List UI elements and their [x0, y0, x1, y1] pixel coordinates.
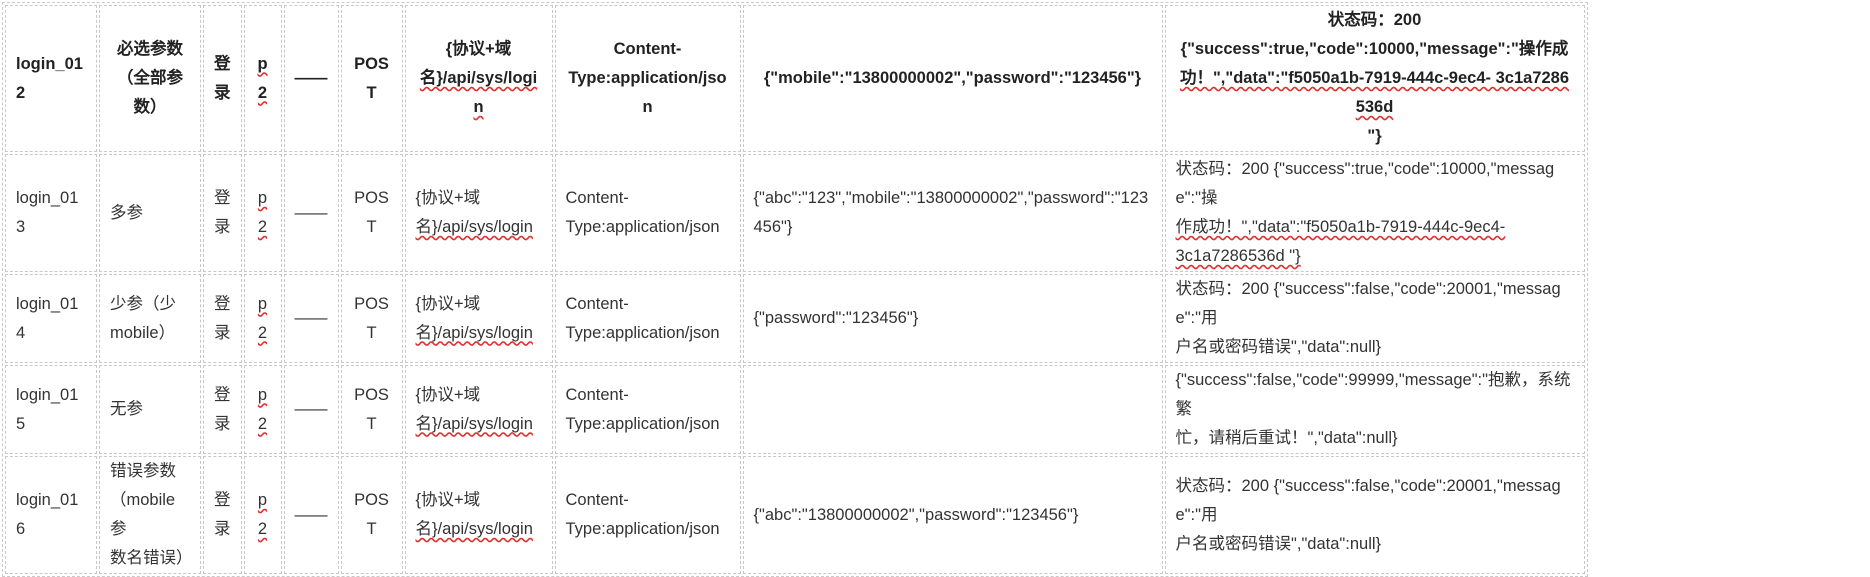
table-row: login_016 错误参数（mobile参数名错误） 登录 p2 —— POS… [5, 456, 1585, 574]
dash-cell: —— [283, 365, 339, 454]
url-cell: {协议+域名}/api/sys/login [404, 456, 553, 574]
body-cell [742, 365, 1163, 454]
table-row: login_015 无参 登录 p2 —— POST {协议+域名}/api/s… [5, 365, 1585, 454]
priority-cell: p2 [243, 456, 282, 574]
priority-cell: p2 [243, 5, 282, 152]
module-cell: 登录 [203, 274, 242, 363]
url-cell: {协议+域名}/api/sys/login [404, 154, 553, 272]
case-desc-cell: 无参 [99, 365, 201, 454]
case-desc-cell: 必选参数（全部参数） [99, 5, 201, 152]
case-id-cell: login_014 [5, 274, 97, 363]
module-cell: 登录 [203, 154, 242, 272]
header-cell: Content-Type:application/json [554, 5, 741, 152]
test-case-table: login_012 必选参数（全部参数） 登录 p2 —— POST {协议+域… [2, 2, 1588, 577]
url-cell: {协议+域名}/api/sys/login [404, 274, 553, 363]
body-cell: {"abc":"13800000002","password":"123456"… [742, 456, 1163, 574]
expected-cell: 状态码：200{"success":true,"code":10000,"mes… [1164, 5, 1585, 152]
method-cell: POST [340, 154, 403, 272]
module-cell: 登录 [203, 456, 242, 574]
expected-cell: 状态码：200 {"success":false,"code":20001,"m… [1164, 456, 1585, 574]
header-cell: Content-Type:application/json [554, 365, 741, 454]
priority-cell: p2 [243, 154, 282, 272]
method-cell: POST [340, 5, 403, 152]
dash-cell: —— [283, 5, 339, 152]
header-cell: Content-Type:application/json [554, 154, 741, 272]
priority-cell: p2 [243, 365, 282, 454]
url-cell: {协议+域名}/api/sys/login [404, 5, 553, 152]
url-cell: {协议+域名}/api/sys/login [404, 365, 553, 454]
expected-cell: 状态码：200 {"success":false,"code":20001,"m… [1164, 274, 1585, 363]
header-cell: Content-Type:application/json [554, 274, 741, 363]
priority-cell: p2 [243, 274, 282, 363]
expected-cell: {"success":false,"code":99999,"message":… [1164, 365, 1585, 454]
header-cell: Content-Type:application/json [554, 456, 741, 574]
case-id-cell: login_012 [5, 5, 97, 152]
case-id-cell: login_016 [5, 456, 97, 574]
expected-cell: 状态码：200 {"success":true,"code":10000,"me… [1164, 154, 1585, 272]
method-cell: POST [340, 456, 403, 574]
module-cell: 登录 [203, 5, 242, 152]
table-row: login_013 多参 登录 p2 —— POST {协议+域名}/api/s… [5, 154, 1585, 272]
case-desc-cell: 多参 [99, 154, 201, 272]
method-cell: POST [340, 365, 403, 454]
method-cell: POST [340, 274, 403, 363]
body-cell: {"abc":"123","mobile":"13800000002","pas… [742, 154, 1163, 272]
dash-cell: —— [283, 456, 339, 574]
dash-cell: —— [283, 154, 339, 272]
case-desc-cell: 错误参数（mobile参数名错误） [99, 456, 201, 574]
table-row: login_012 必选参数（全部参数） 登录 p2 —— POST {协议+域… [5, 5, 1585, 152]
case-id-cell: login_013 [5, 154, 97, 272]
body-cell: {"mobile":"13800000002","password":"1234… [742, 5, 1163, 152]
dash-cell: —— [283, 274, 339, 363]
body-cell: {"password":"123456"} [742, 274, 1163, 363]
case-id-cell: login_015 [5, 365, 97, 454]
module-cell: 登录 [203, 365, 242, 454]
